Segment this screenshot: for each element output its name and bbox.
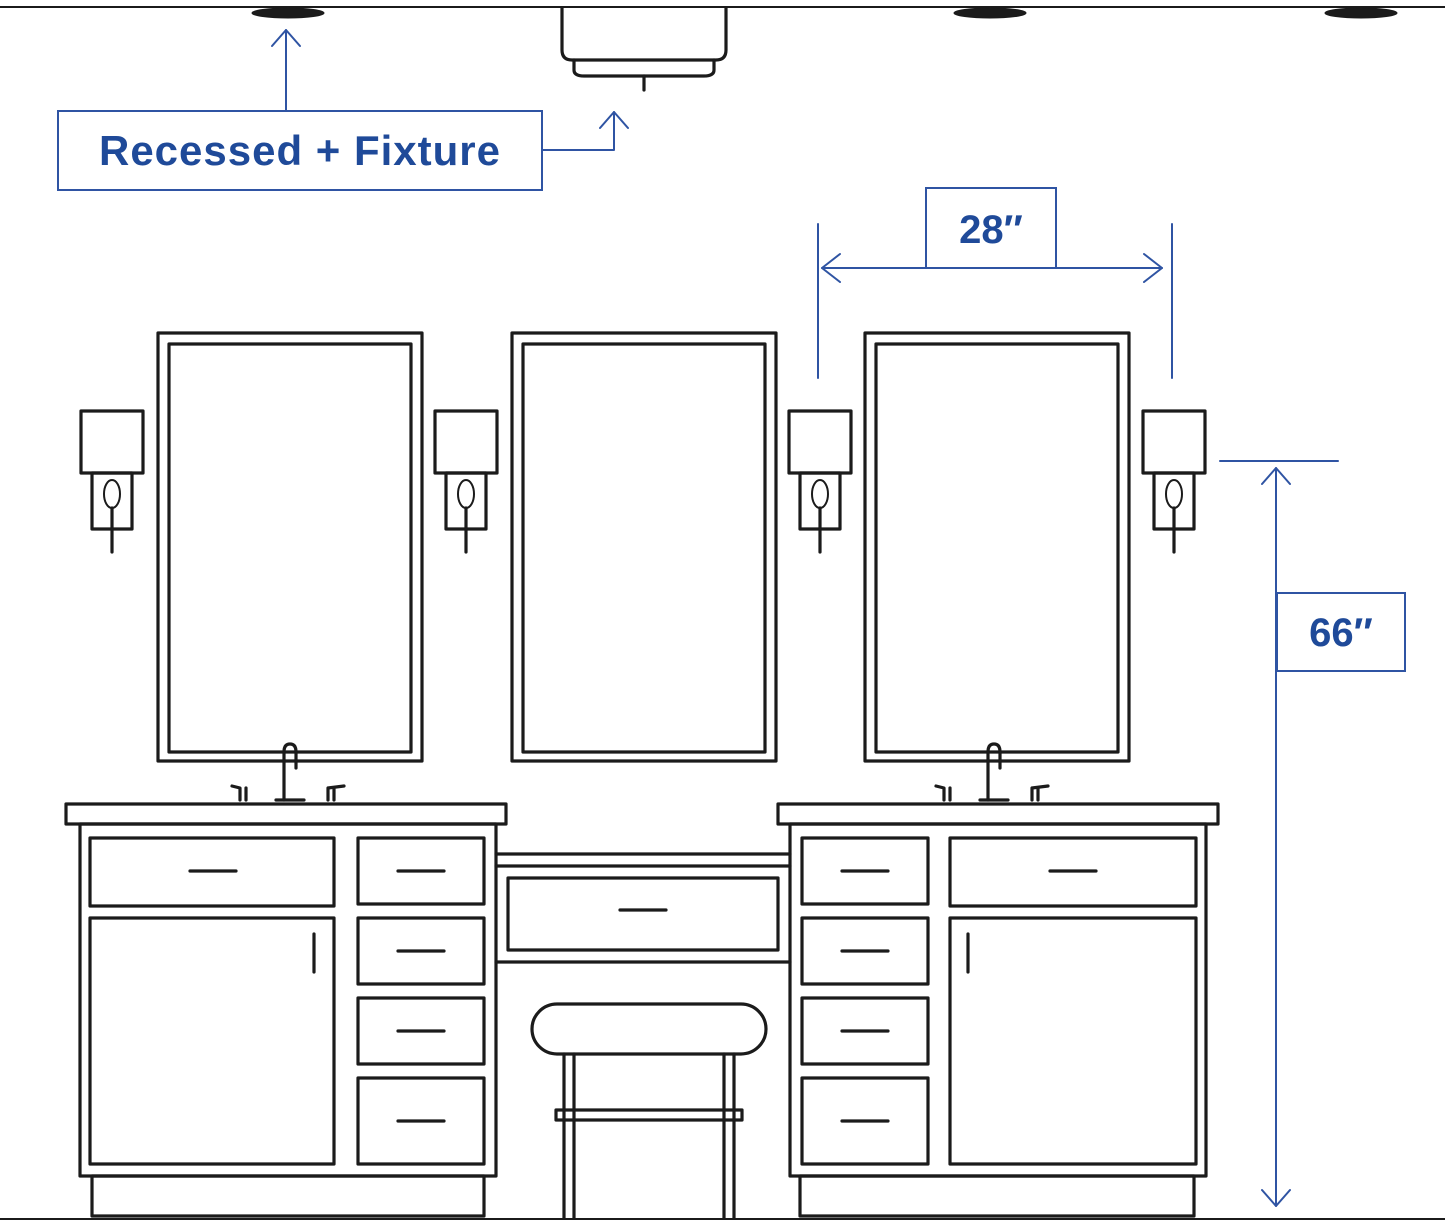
sconce-height-dimension: 66″ — [1219, 460, 1406, 1207]
mirrors — [156, 331, 1131, 763]
stool — [530, 1002, 768, 1220]
cabinet-door — [948, 916, 1198, 1166]
drawer — [88, 836, 336, 908]
vanity-right — [776, 802, 1220, 1218]
height-label: 66″ — [1309, 611, 1373, 655]
drawer — [356, 916, 486, 986]
sconce-4 — [1141, 409, 1207, 554]
center-drawer — [506, 876, 780, 952]
lighting-annotation: Recessed + Fixture — [57, 29, 629, 191]
mirror-left — [156, 331, 424, 763]
drawer — [800, 1076, 930, 1166]
vanity-left — [64, 802, 508, 1218]
ceiling-fixture — [560, 6, 728, 92]
recessed-light-2 — [953, 7, 1027, 19]
lighting-label: Recessed + Fixture — [99, 127, 501, 174]
height-label-box — [1276, 592, 1406, 672]
drawer — [948, 836, 1198, 908]
drawer — [800, 996, 930, 1066]
recessed-light-1 — [251, 7, 325, 19]
recessed-light-3 — [1324, 7, 1398, 19]
sconce-3 — [787, 409, 853, 554]
cabinet-door — [88, 916, 336, 1166]
sconce-2 — [433, 409, 499, 554]
drawer — [800, 836, 930, 906]
drawer — [356, 836, 486, 906]
drawer — [356, 996, 486, 1066]
lighting-label-box — [57, 110, 543, 191]
mirror-right — [863, 331, 1131, 763]
drawer — [356, 1076, 486, 1166]
drawer — [800, 916, 930, 986]
spacing-label-box — [925, 187, 1057, 269]
spacing-label: 28″ — [959, 208, 1023, 252]
makeup-vanity — [494, 852, 792, 1220]
ceiling — [0, 6, 1445, 92]
sconce-spacing-dimension: 28″ — [817, 187, 1173, 379]
sconce-1 — [79, 409, 145, 554]
faucet-left — [230, 742, 346, 802]
faucets — [230, 742, 1050, 802]
wall-sconces — [79, 409, 1207, 554]
mirror-center — [510, 331, 778, 763]
faucet-right — [934, 742, 1050, 802]
